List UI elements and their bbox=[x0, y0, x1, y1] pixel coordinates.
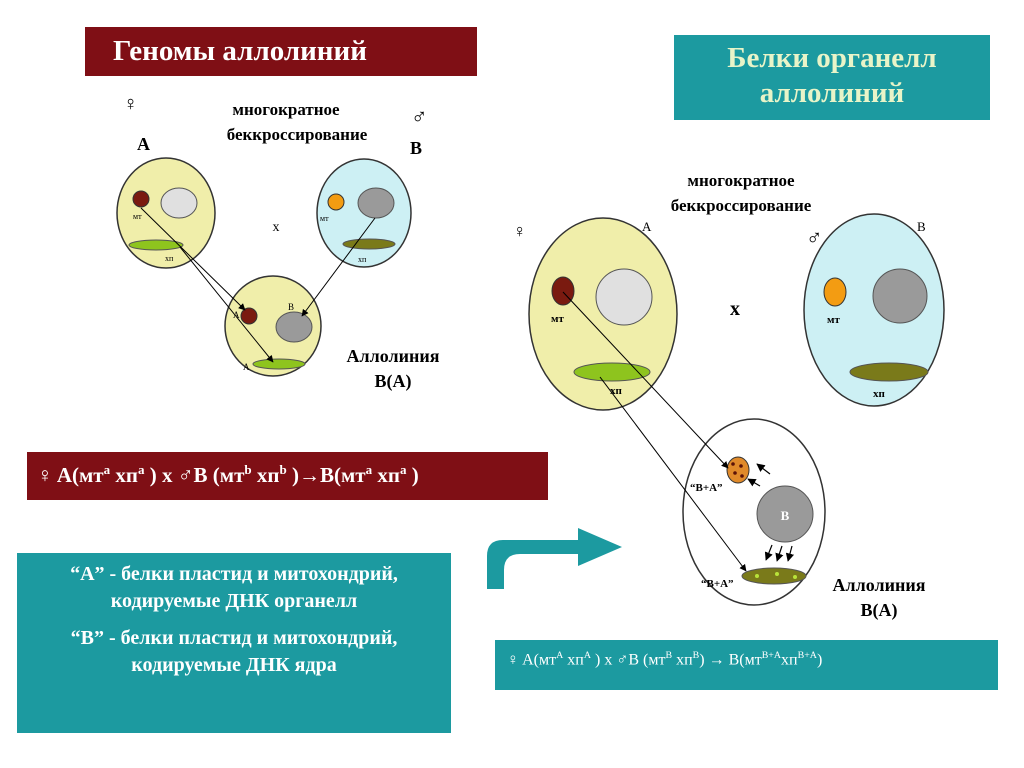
legend-a: “A” - белки пластид и митохондрий, кодир… bbox=[70, 563, 398, 612]
left-cross-text-2: беккроссирование bbox=[227, 125, 368, 144]
right-title-line-1: Белки органелл bbox=[727, 42, 937, 74]
left-child-label-a2: A bbox=[243, 362, 250, 372]
left-label-a: A bbox=[137, 134, 150, 154]
right-child-plastid-dot bbox=[755, 574, 759, 578]
right-small-arrow bbox=[756, 463, 771, 475]
curved-arrow-icon bbox=[487, 528, 622, 589]
left-title: Геномы аллолиний bbox=[85, 27, 477, 76]
right-small-arrow bbox=[747, 478, 761, 487]
right-child-plastid-dot bbox=[793, 575, 797, 579]
left-child-label-a1: A bbox=[233, 310, 240, 320]
left-female-symbol: ♀ bbox=[123, 93, 138, 115]
left-mito-b bbox=[327, 193, 345, 211]
left-cross-symbol: x bbox=[273, 220, 280, 235]
right-child-label-ba2: “B+A” bbox=[701, 578, 734, 590]
right-child-nucleus bbox=[756, 485, 814, 543]
right-plastid-a bbox=[573, 362, 651, 382]
right-small-arrow bbox=[785, 545, 795, 562]
right-arrow-plastid bbox=[599, 376, 747, 572]
left-arrow-nucleus bbox=[301, 217, 376, 317]
right-cross-symbol: x bbox=[730, 298, 740, 320]
left-mt-label-a: мт bbox=[133, 212, 142, 221]
right-child-mito-dot bbox=[733, 471, 737, 475]
left-formula: ♀ A(мтa хпa ) x ♂B (мтb хпb )→B(мтa хпa … bbox=[27, 452, 548, 500]
right-child-nucleus-label: B bbox=[781, 508, 790, 523]
right-nucleus-b bbox=[872, 268, 928, 324]
right-child-mito-dot bbox=[731, 462, 735, 466]
right-mt-label-a: мт bbox=[551, 313, 564, 325]
left-child-plastid bbox=[252, 358, 306, 370]
legend-b: “B” - белки пластид и митохондрий, кодир… bbox=[70, 627, 398, 676]
left-arrow-mito bbox=[140, 207, 246, 311]
left-nucleus-a bbox=[160, 187, 198, 219]
right-small-arrow bbox=[764, 544, 773, 561]
right-nucleus-a bbox=[595, 268, 653, 326]
left-plastid-a bbox=[128, 239, 184, 251]
right-label-a: A bbox=[642, 219, 652, 234]
left-child-label-b: B bbox=[288, 302, 294, 312]
left-mito-a bbox=[132, 190, 150, 208]
right-title: Белки органелл аллолиний bbox=[674, 35, 990, 120]
left-child-mito bbox=[240, 307, 258, 325]
right-mito-b bbox=[823, 277, 847, 307]
right-child-mito-dot bbox=[740, 474, 744, 478]
right-mt-label-b: мт bbox=[827, 314, 840, 326]
right-result-line-1: Аллолиния bbox=[833, 575, 926, 595]
right-child-mito-dot bbox=[739, 464, 743, 468]
right-plastid-b bbox=[849, 362, 929, 382]
right-title-line-2: аллолиний bbox=[759, 77, 905, 109]
left-cell-child bbox=[224, 275, 322, 377]
left-cross-text-1: многократное bbox=[232, 100, 340, 119]
right-male-symbol: ♂ bbox=[806, 225, 823, 250]
right-small-arrow bbox=[775, 545, 784, 562]
left-arrow-plastid bbox=[179, 246, 274, 363]
right-xp-label-b: хп bbox=[873, 388, 886, 400]
right-arrow-mito bbox=[562, 291, 729, 469]
right-formula: ♀ A(мтA хпA ) x ♂B (мтB хпB) → B(мтB+Aхп… bbox=[495, 640, 998, 690]
right-child-plastid-dot bbox=[775, 572, 779, 576]
right-child-plastid bbox=[741, 567, 807, 585]
left-label-b: B bbox=[410, 138, 422, 158]
right-cross-text-1: многократное bbox=[687, 171, 795, 190]
right-cell-b bbox=[803, 213, 945, 407]
left-mt-label-b: мт bbox=[320, 214, 329, 223]
legend-box: “A” - белки пластид и митохондрий, кодир… bbox=[17, 553, 451, 733]
right-child-mito bbox=[726, 456, 750, 484]
left-nucleus-b bbox=[357, 187, 395, 219]
left-plastid-b bbox=[342, 238, 396, 250]
left-result-line-2: B(A) bbox=[375, 371, 412, 392]
left-xp-label-a: хп bbox=[165, 254, 174, 263]
right-child-label-ba1: “B+A” bbox=[690, 482, 723, 494]
right-xp-label-a: хп bbox=[610, 385, 623, 397]
left-xp-label-b: хп bbox=[358, 255, 367, 264]
left-male-symbol: ♂ bbox=[411, 104, 428, 129]
left-child-nucleus bbox=[275, 311, 313, 343]
right-result-line-2: B(A) bbox=[861, 600, 898, 621]
right-label-b: B bbox=[917, 219, 926, 234]
left-result-line-1: Аллолиния bbox=[347, 346, 440, 366]
right-female-symbol: ♀ bbox=[513, 221, 527, 241]
right-cross-text-2: беккроссирование bbox=[671, 196, 812, 215]
